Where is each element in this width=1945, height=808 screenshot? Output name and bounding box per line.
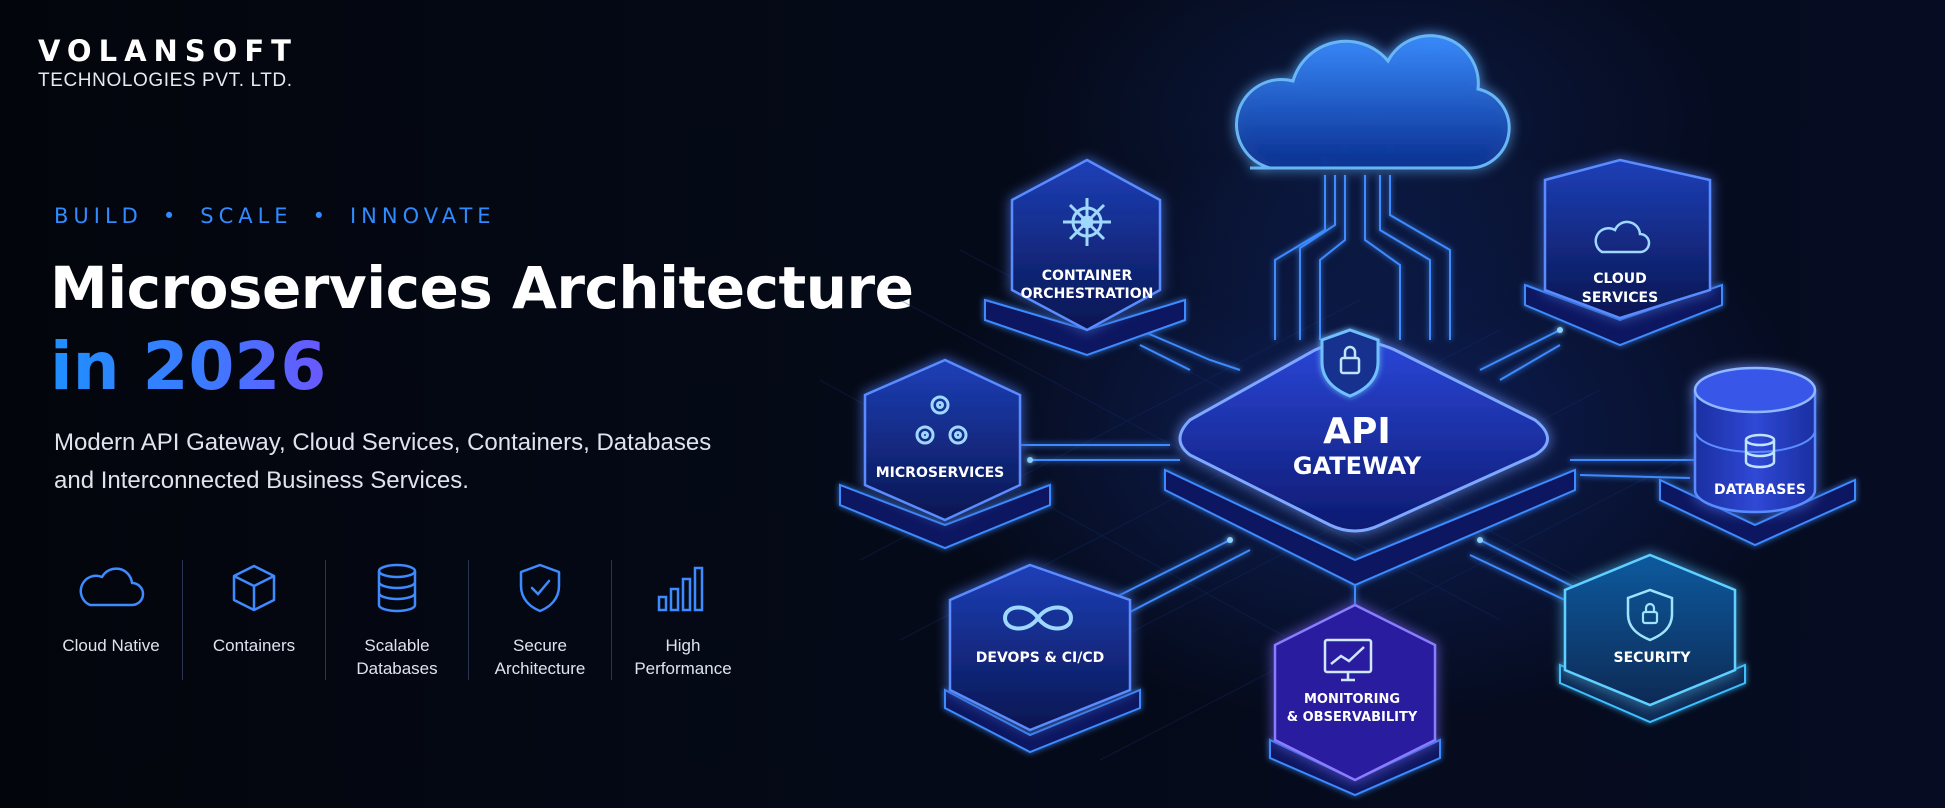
- tagline-separator: •: [162, 204, 181, 228]
- monitoring-line-2: & OBSERVABILITY: [1287, 710, 1418, 725]
- gears-icon: [915, 395, 968, 445]
- company-name: VOLANSOFT: [38, 34, 298, 68]
- security-node: SECURITY: [1559, 553, 1746, 724]
- security-label: SECURITY: [1614, 650, 1692, 666]
- feature-item: Scalable Databases: [325, 560, 468, 680]
- feature-item: Secure Architecture: [468, 560, 611, 680]
- monitor-chart-icon: [1323, 638, 1373, 682]
- company-subtitle: TECHNOLOGIES PVT. LTD.: [38, 70, 293, 91]
- feature-label: Containers: [212, 636, 296, 655]
- database-icon: [375, 560, 419, 616]
- container-orchestration-node: CONTAINER ORCHESTRATION: [984, 158, 1186, 357]
- tagline: BUILD • SCALE • INNOVATE: [54, 204, 496, 228]
- feature-list: Cloud Native Containers Scalable Databas…: [40, 560, 754, 680]
- feature-label: Cloud Native: [62, 636, 160, 655]
- container-orchestration-line-1: CONTAINER: [1042, 268, 1133, 284]
- headline-line-1: Microservices Architecture: [50, 254, 914, 322]
- microservices-node: MICROSERVICES: [839, 358, 1051, 550]
- helm-wheel-icon: [1063, 198, 1111, 246]
- description: Modern API Gateway, Cloud Services, Cont…: [54, 429, 712, 494]
- cloud-services-line-2: SERVICES: [1582, 290, 1658, 306]
- infinity-icon: [1002, 605, 1074, 631]
- cloud-top-icon: [1235, 34, 1511, 170]
- api-gateway-subtitle: GATEWAY: [1293, 452, 1422, 480]
- database-icon: [1744, 433, 1776, 469]
- tagline-scale: SCALE: [200, 204, 293, 228]
- cloud-services-node: CLOUD SERVICES: [1524, 158, 1723, 347]
- bar-chart-icon: [656, 560, 710, 616]
- feature-label: Scalable Databases: [356, 636, 438, 678]
- tagline-innovate: INNOVATE: [349, 204, 496, 228]
- cube-icon: [228, 560, 280, 616]
- api-gateway-node: API GATEWAY: [1164, 328, 1576, 587]
- cloud-icon: [76, 560, 146, 616]
- lock-shield-icon: [1320, 328, 1380, 398]
- feature-label: Secure Architecture: [494, 636, 586, 678]
- cloud-icon: [1594, 220, 1651, 254]
- devops-node: DEVOPS & CI/CD: [944, 563, 1141, 754]
- tagline-build: BUILD: [54, 204, 143, 228]
- monitoring-line-1: MONITORING: [1304, 692, 1400, 707]
- devops-label: DEVOPS & CI/CD: [976, 650, 1104, 666]
- cloud-services-line-1: CLOUD: [1593, 271, 1647, 287]
- api-gateway-title: API: [1323, 411, 1391, 452]
- microservices-label: MICROSERVICES: [876, 465, 1005, 481]
- headline-line-2: in 2026: [50, 328, 327, 405]
- monitoring-node: MONITORING & OBSERVABILITY: [1269, 603, 1441, 797]
- feature-item: Containers: [182, 560, 325, 680]
- company-logo: VOLANSOFT TECHNOLOGIES PVT. LTD.: [38, 34, 298, 92]
- lock-shield-icon: [1626, 588, 1674, 642]
- tagline-separator: •: [312, 204, 330, 228]
- feature-item: Cloud Native: [40, 560, 182, 680]
- databases-node: DATABASES: [1659, 366, 1856, 547]
- databases-label: DATABASES: [1714, 482, 1806, 498]
- container-orchestration-line-2: ORCHESTRATION: [1021, 286, 1154, 302]
- feature-label: High Performance: [634, 636, 732, 678]
- shield-check-icon: [517, 560, 563, 616]
- feature-item: High Performance: [611, 560, 754, 680]
